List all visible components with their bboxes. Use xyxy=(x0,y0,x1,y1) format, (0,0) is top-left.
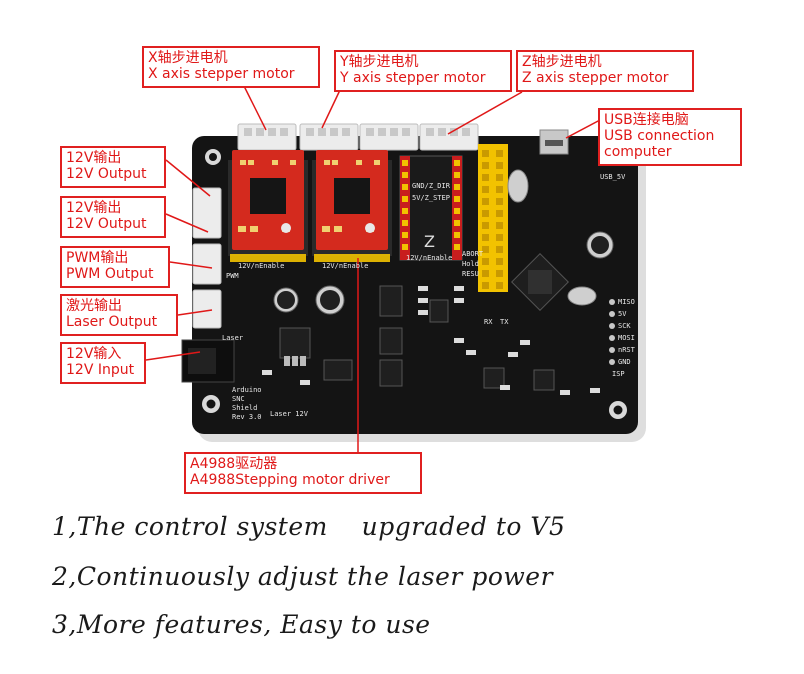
board-label-enable-y: 12V/nEnable xyxy=(322,262,369,270)
board-label-usb5v: USB_5V xyxy=(600,173,626,181)
callout-leaders xyxy=(145,85,601,456)
callout-12v-output-2-cn: 12V输出 xyxy=(66,200,122,216)
callout-z-motor: Z轴步进电机 Z axis stepper motor xyxy=(516,50,694,92)
board-label-miso: MISO xyxy=(618,298,635,306)
isp-header xyxy=(609,299,615,365)
callout-laser-output-cn: 激光输出 xyxy=(66,298,122,314)
callout-12v-output-1-en: 12V Output xyxy=(66,166,147,182)
callout-12v-input-cn: 12V输入 xyxy=(66,346,122,362)
callout-pwm-output-cn: PWM输出 xyxy=(66,250,129,266)
callout-y-motor-en: Y axis stepper motor xyxy=(340,70,486,86)
callout-z-motor-en: Z axis stepper motor xyxy=(522,70,669,86)
stepper-drivers xyxy=(228,150,392,262)
motor-connectors xyxy=(237,123,479,151)
callout-12v-output-1: 12V输出 12V Output xyxy=(60,146,166,188)
callout-12v-output-2-en: 12V Output xyxy=(66,216,147,232)
board-label-rx: RX xyxy=(484,318,493,326)
board-label-5v: 5V xyxy=(618,310,627,318)
board-label-laser: Laser xyxy=(222,334,244,342)
callout-usb-en2: computer xyxy=(604,144,672,160)
yellow-pin-header xyxy=(478,144,508,292)
board-label-step: 5V/Z_STEP xyxy=(412,194,450,202)
board-label-nrst: nRST xyxy=(618,346,635,354)
board-label-arduino: Arduino xyxy=(232,386,262,394)
usb-port xyxy=(539,129,569,155)
board-label-resume: RESU xyxy=(462,270,479,278)
callout-12v-input: 12V输入 12V Input xyxy=(60,342,146,384)
power-jack xyxy=(181,339,235,383)
side-connectors xyxy=(192,187,222,329)
board-label-shield: Shield xyxy=(232,404,258,412)
board-label-abort: ABORT xyxy=(462,250,484,258)
board-label-enable-x: 12V/nEnable xyxy=(238,262,285,270)
board-label-z: Z xyxy=(424,232,435,251)
board-label-hold: Hold xyxy=(462,260,479,268)
callout-pwm-output: PWM输出 PWM Output xyxy=(60,246,170,288)
feature-line-3: 3,More features, Easy to use xyxy=(52,610,431,639)
callout-laser-output: 激光输出 Laser Output xyxy=(60,294,178,336)
board-label-tx: TX xyxy=(500,318,509,326)
board-label-isp: ISP xyxy=(612,370,625,378)
z-driver-slot xyxy=(399,155,463,261)
board-label-laser12v: Laser 12V xyxy=(270,410,308,418)
board-label-mosi: MOSI xyxy=(618,334,635,342)
callout-laser-output-en: Laser Output xyxy=(66,314,158,330)
callout-12v-input-en: 12V Input xyxy=(66,362,135,378)
callout-12v-output-2: 12V输出 12V Output xyxy=(60,196,166,238)
callout-y-motor: Y轴步进电机 Y axis stepper motor xyxy=(334,50,512,92)
board-label-sck: SCK xyxy=(618,322,631,330)
capacitors xyxy=(273,231,614,315)
callout-usb: USB连接电脑 USB connection computer xyxy=(598,108,742,166)
callout-usb-en1: USB connection xyxy=(604,128,715,144)
callout-x-motor: X轴步进电机 X axis stepper motor xyxy=(142,46,320,88)
mounting-holes xyxy=(202,149,627,419)
small-ics xyxy=(323,285,555,391)
board-label-enable-z: 12V/nEnable xyxy=(406,254,453,262)
callout-driver-en: A4988Stepping motor driver xyxy=(190,472,390,488)
callout-x-motor-en: X axis stepper motor xyxy=(148,66,295,82)
board-label-gnd-dir: GND/Z_DIR xyxy=(412,182,450,190)
board-label-gnd: GND xyxy=(618,358,631,366)
callout-driver: A4988驱动器 A4988Stepping motor driver xyxy=(184,452,422,494)
feature-line-1: 1,The control system upgraded to V5 xyxy=(52,512,566,541)
callout-z-motor-cn: Z轴步进电机 xyxy=(522,54,602,70)
board-label-rev: Rev 3.0 xyxy=(232,413,262,421)
callout-12v-output-1-cn: 12V输出 xyxy=(66,150,122,166)
callout-pwm-output-en: PWM Output xyxy=(66,266,154,282)
feature-line-2: 2,Continuously adjust the laser power xyxy=(52,562,554,591)
callout-driver-cn: A4988驱动器 xyxy=(190,456,278,472)
board-label-snc: SNC xyxy=(232,395,245,403)
callout-y-motor-cn: Y轴步进电机 xyxy=(340,54,419,70)
callout-x-motor-cn: X轴步进电机 xyxy=(148,50,228,66)
callout-usb-cn: USB连接电脑 xyxy=(604,112,689,128)
board-label-pwm: PWM xyxy=(226,272,239,280)
